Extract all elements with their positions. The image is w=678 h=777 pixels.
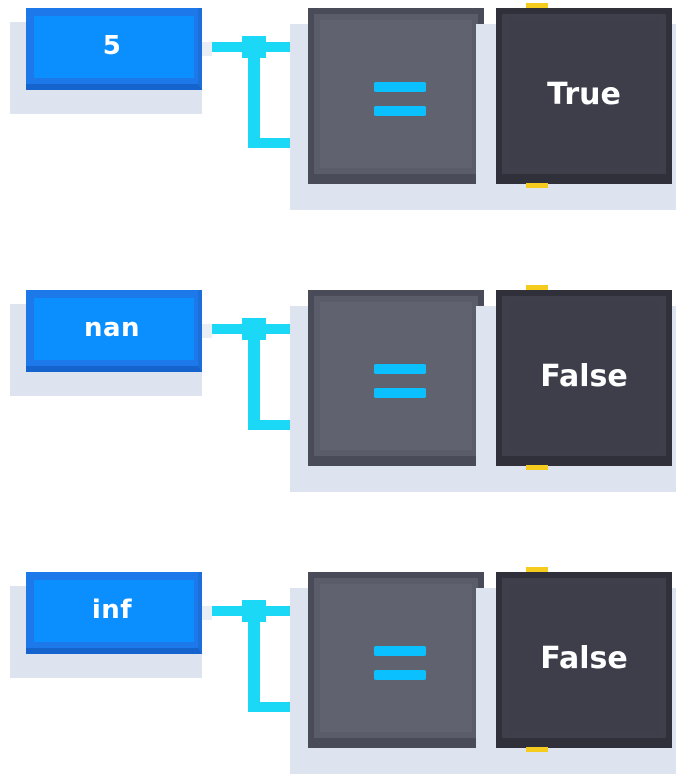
equals-sign-icon: [374, 646, 426, 656]
result-bottom-marker: [526, 465, 548, 470]
result-block-face: [508, 584, 660, 732]
equals-sign-icon: [374, 364, 426, 374]
equals-sign-icon: [374, 82, 426, 92]
comparison-row: inf False: [0, 564, 678, 774]
wire-junction: [242, 318, 266, 340]
equals-sign-icon: [374, 670, 426, 680]
result-top-marker: [526, 3, 548, 8]
operator-block-face: [320, 584, 472, 732]
result-label: False: [540, 358, 628, 394]
result-block-face: [508, 20, 660, 168]
result-label: False: [540, 640, 628, 676]
result-block[interactable]: True: [496, 8, 672, 184]
comparison-row: nan False: [0, 282, 678, 492]
input-value-block[interactable]: nan: [26, 290, 202, 372]
wire: [248, 420, 296, 430]
input-block-face: [34, 580, 194, 642]
result-top-marker: [526, 567, 548, 572]
output-port[interactable]: [202, 42, 212, 56]
input-value-block[interactable]: inf: [26, 572, 202, 654]
input-value-label: nan: [83, 313, 141, 343]
equals-operator-block[interactable]: [308, 290, 484, 466]
operator-block-face: [320, 302, 472, 450]
result-bottom-marker: [526, 747, 548, 752]
equals-operator-block[interactable]: [308, 572, 484, 748]
result-top-marker: [526, 285, 548, 290]
result-block[interactable]: False: [496, 572, 672, 748]
input-value-label: 5: [102, 31, 122, 61]
wire-junction: [242, 600, 266, 622]
result-block[interactable]: False: [496, 290, 672, 466]
wire: [248, 138, 296, 148]
wire: [248, 322, 260, 430]
result-block-face: [508, 302, 660, 450]
equals-sign-icon: [374, 388, 426, 398]
wire: [248, 604, 260, 712]
comparison-row: 5 True: [0, 0, 678, 210]
operator-block-face: [320, 20, 472, 168]
input-block-face: [34, 298, 194, 360]
output-port[interactable]: [202, 606, 212, 620]
equals-sign-icon: [374, 106, 426, 116]
result-label: True: [547, 76, 621, 112]
wire-junction: [242, 36, 266, 58]
result-bottom-marker: [526, 183, 548, 188]
input-block-face: [34, 16, 194, 78]
input-value-label: inf: [91, 595, 133, 625]
input-value-block[interactable]: 5: [26, 8, 202, 90]
wire: [248, 40, 260, 148]
output-port[interactable]: [202, 324, 212, 338]
wire: [248, 702, 296, 712]
equals-operator-block[interactable]: [308, 8, 484, 184]
